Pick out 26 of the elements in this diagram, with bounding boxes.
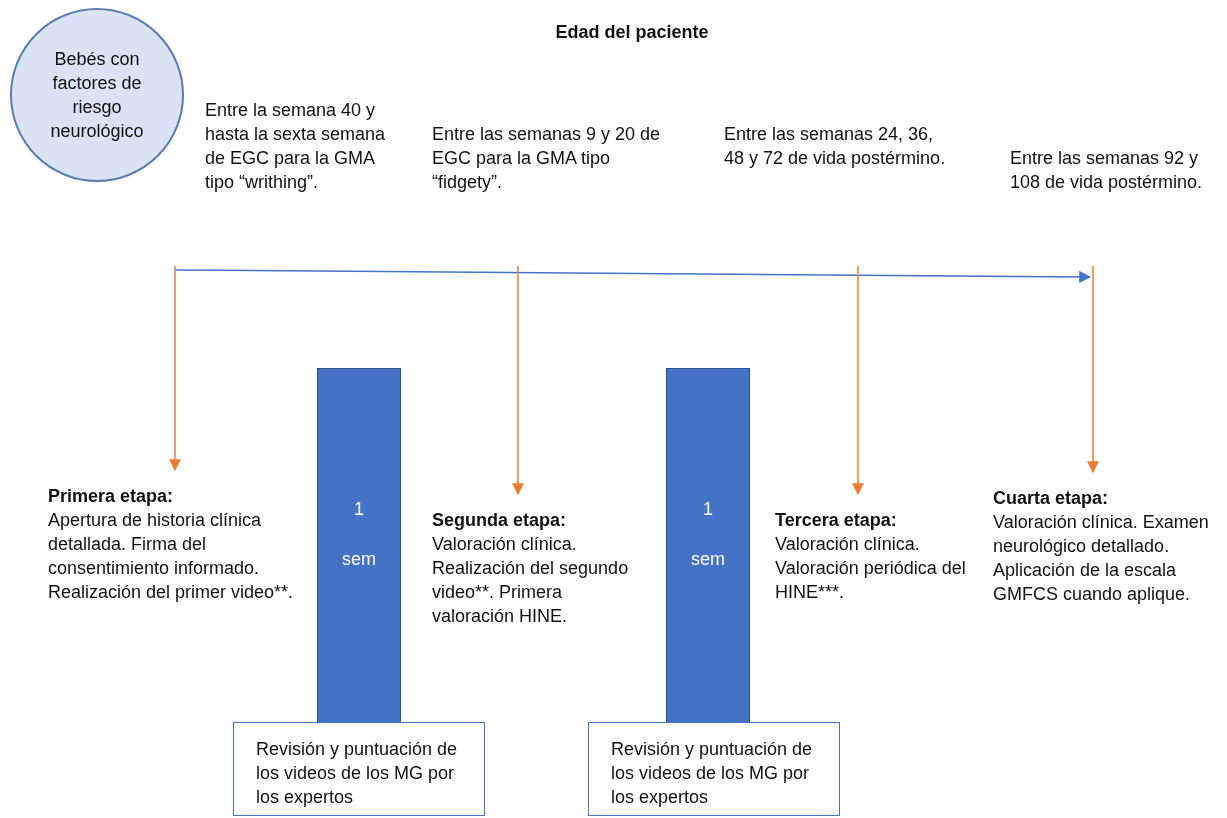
- patient-group-circle: Bebés con factores de riesgo neurológico: [10, 8, 184, 182]
- arrow: [169, 265, 181, 472]
- week-bar: [317, 368, 401, 723]
- stage-activities: Apertura de historia clínica detallada. Firma del consentimiento informado. Realización del primer video**.: [48, 509, 295, 604]
- stage-heading: Segunda etapa:: [432, 509, 568, 532]
- duration-label: 1: [702, 498, 714, 521]
- stage-activities: Valoración clínica. Realización del segundo video**. Primera valoración HINE.: [432, 533, 630, 628]
- age-range-text: Entre la semana 40 y hasta la sexta semana de EGC para la GMA tipo “writhing”.: [205, 98, 405, 194]
- arrow: [512, 265, 524, 496]
- timeline-title: Edad del paciente: [554, 21, 710, 44]
- stage-heading: Tercera etapa:: [775, 509, 898, 532]
- stage-heading: Cuarta etapa:: [993, 487, 1110, 510]
- review-box: Revisión y puntuación de los videos de los MG por los expertos: [233, 722, 485, 816]
- arrow: [1087, 265, 1099, 474]
- age-range-text: Entre las semanas 9 y 20 de EGC para la GMA tipo “fidgety”.: [432, 122, 662, 194]
- review-box: Revisión y puntuación de los videos de los MG por los expertos: [588, 722, 840, 816]
- stage-heading: Primera etapa:: [48, 485, 175, 508]
- duration-label: sem: [341, 548, 377, 571]
- week-bar: [666, 368, 750, 723]
- age-range-text: Entre las semanas 92 y 108 de vida postérmino.: [1010, 146, 1220, 194]
- duration-label: 1: [353, 498, 365, 521]
- duration-label: sem: [690, 548, 726, 571]
- age-range-text: Entre las semanas 24, 36, 48 y 72 de vida postérmino.: [724, 122, 949, 170]
- stage-activities: Valoración clínica. Examen neurológico detallado. Aplicación de la escala GMFCS cuando aplique.: [993, 511, 1210, 606]
- stage-activities: Valoración clínica. Valoración periódica del HINE***.: [775, 533, 967, 604]
- arrow: [852, 265, 864, 496]
